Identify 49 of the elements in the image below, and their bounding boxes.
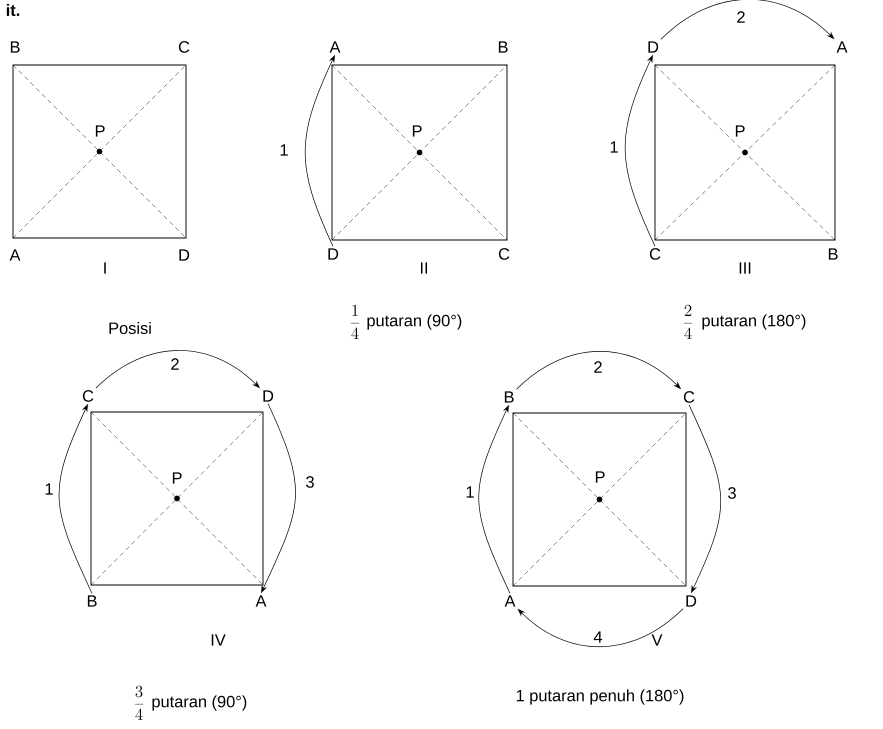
vertex-label: A: [256, 595, 266, 607]
roman-numeral: II: [420, 262, 428, 274]
edge-label: 2: [169, 357, 181, 371]
vertex-label: A: [836, 41, 848, 53]
edge-label: 2: [592, 360, 604, 374]
point-label: P: [412, 125, 422, 137]
edge-label: 1: [278, 143, 290, 157]
edge-label: 3: [726, 486, 738, 500]
vertex-label: B: [504, 391, 514, 403]
vertex-label: A: [330, 41, 340, 53]
point-label: P: [596, 471, 605, 483]
fraction: $\frac{1}{4}$: [350, 304, 360, 339]
fraction: $\frac{2}{4}$: [684, 304, 692, 339]
vertex-label: B: [828, 248, 838, 260]
point-label: P: [736, 125, 745, 137]
vertex-label: B: [88, 595, 97, 607]
edge-label: 4: [592, 630, 604, 644]
roman-numeral: V: [652, 634, 662, 646]
caption: putaran (90°): [367, 314, 462, 330]
vertex-label: C: [498, 248, 510, 260]
caption: 1 putaran penuh (180°): [516, 689, 684, 705]
caption: Posisi: [109, 322, 151, 334]
point-label: P: [96, 125, 105, 137]
vertex-label: B: [10, 41, 20, 53]
vertex-label: D: [686, 595, 696, 607]
roman-numeral: III: [740, 262, 750, 274]
edge-label: 1: [608, 140, 620, 154]
point-label: P: [172, 472, 182, 484]
heading: it.: [6, 4, 20, 16]
vertex-label: C: [82, 390, 94, 402]
caption: putaran (180°): [702, 314, 806, 330]
vertex-label: D: [648, 41, 658, 53]
fraction: $\frac{3}{4}$: [134, 686, 144, 720]
edge-label: 2: [735, 10, 747, 24]
vertex-label: A: [10, 249, 20, 261]
vertex-label: D: [328, 248, 338, 260]
vertex-label: A: [504, 595, 516, 607]
vertex-label: C: [650, 248, 660, 260]
edge-label: 3: [304, 475, 316, 489]
edge-label: 1: [43, 482, 55, 496]
vertex-label: D: [179, 249, 190, 261]
vertex-label: D: [263, 390, 274, 402]
roman-numeral: IV: [212, 634, 226, 646]
vertex-label: C: [684, 391, 694, 403]
edge-label: 1: [464, 485, 476, 499]
roman-numeral: I: [104, 262, 106, 274]
vertex-label: C: [178, 41, 190, 53]
vertex-label: B: [498, 41, 508, 53]
caption: putaran (90°): [152, 695, 246, 711]
